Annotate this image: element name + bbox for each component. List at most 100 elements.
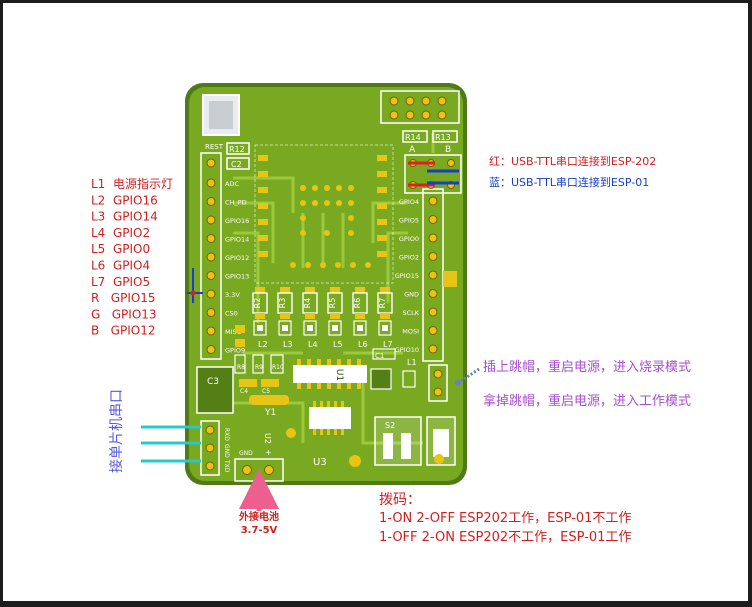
pcb-board: REST R12 C2 [185, 83, 467, 485]
right-header-pin [428, 196, 438, 206]
pad-block-right [443, 271, 457, 287]
c1-outline [372, 348, 396, 360]
led-outline [303, 320, 317, 336]
led-outline [253, 320, 267, 336]
battery-plus-label: + [265, 448, 272, 457]
pcb-surface [189, 87, 463, 481]
right-pin-label: GPIO15 [395, 272, 419, 280]
led-label: L7 [383, 340, 393, 349]
right-header-labels: GPIO4GPIO5GPIO0GPIO2GPIO15GNDSCLKMOSIGPI… [395, 198, 420, 354]
resistor-pad [355, 287, 365, 293]
right-pin-label: MOSI [402, 328, 419, 336]
left-header-pin [206, 308, 216, 317]
r10-outline [270, 354, 284, 374]
battery-label-line2: 3.7-5V [241, 525, 278, 536]
resistor-label: R4 [303, 298, 312, 309]
left-pin-label: MISO [225, 328, 242, 336]
resistor-pad [255, 313, 265, 319]
right-header-pins [428, 196, 438, 354]
left-header-pin [206, 215, 216, 225]
left-header-pin [206, 252, 216, 262]
c2-label: C2 [231, 160, 242, 169]
left-pin-label: CS0 [225, 310, 238, 318]
led-body [282, 325, 288, 331]
resistor-pad [330, 313, 340, 319]
serial-pin-label-1: RXD [223, 428, 230, 441]
c4-pad [239, 379, 257, 387]
s2-dip-switch [374, 416, 422, 466]
r12-outline [226, 142, 250, 155]
resistor-label: R7 [378, 298, 387, 309]
c4-label: C4 [240, 388, 248, 395]
left-pin-label: GPIO12 [225, 254, 249, 262]
u2-label: U2 [263, 433, 272, 444]
right-header-pin [428, 344, 438, 354]
right-header-pin [428, 289, 438, 298]
u2-regulator [370, 368, 392, 390]
mount-pad-3 [434, 454, 444, 464]
r13-label: R13 [435, 133, 451, 142]
module-pads-grid [290, 185, 371, 268]
resistor-pad [305, 313, 315, 319]
left-header-pin [206, 178, 216, 188]
serial-pin-2 [205, 443, 215, 453]
dip-line-1: 1-ON 2-OFF ESP202工作，ESP-01不工作 [379, 511, 631, 526]
resistor-pad [380, 287, 390, 293]
legend-entry: L5 GPIO0 [91, 242, 150, 256]
left-pin-label: GPIO9 [225, 347, 245, 355]
c3-label: C3 [207, 377, 219, 387]
left-header-pin [206, 326, 216, 336]
s2-label: S2 [385, 421, 395, 430]
right-pin-label: SCLK [402, 309, 419, 317]
y1-crystal [249, 395, 289, 405]
jumper-a-label: A [409, 145, 416, 155]
resistor-label: R2 [253, 298, 262, 309]
right-header-pin [428, 270, 438, 280]
battery-pin-pos [264, 465, 274, 475]
c1-label: C1 [375, 352, 384, 360]
power-switch-lever [433, 429, 449, 457]
legend-entry: L4 GPIO2 [91, 226, 150, 240]
right-header-pin [428, 233, 438, 243]
left-pin-label: CH_PD [225, 199, 247, 207]
battery-gnd-label: GND [239, 450, 253, 457]
battery-pin-neg [242, 465, 252, 475]
right-header-pin [428, 215, 438, 224]
left-header-pin [206, 345, 216, 354]
left-header-pins [206, 158, 216, 354]
s2-lever-2 [401, 433, 411, 459]
serial-pin-label-2: GND [223, 444, 230, 458]
led-outline [278, 320, 292, 336]
extra-led-pad [235, 325, 245, 333]
led-outline [378, 320, 392, 336]
c5-pad [261, 379, 279, 387]
r8-label: R8 [237, 364, 245, 371]
legend-entry: L1 电源指示灯 [91, 176, 173, 191]
right-header-pin [428, 252, 438, 261]
serial-pin-1 [205, 425, 215, 435]
resistor-pad [255, 287, 265, 293]
left-pin-label: ADC [225, 180, 239, 188]
s2-lever-1 [383, 433, 393, 459]
y1-label: Y1 [264, 408, 276, 418]
legend-entry: G GPIO13 [91, 307, 157, 321]
led-body [307, 325, 313, 331]
legend-entry: L2 GPIO16 [91, 193, 158, 207]
u1-chip [293, 365, 367, 383]
r10-label: R10 [272, 364, 284, 371]
r12-label: R12 [229, 145, 245, 154]
l1-label: L1 [407, 358, 417, 367]
note-blue-jumper: 蓝：USB-TTL串口连接到ESP-01 [489, 176, 649, 189]
left-header-pin [206, 289, 216, 299]
top-right-header [380, 90, 460, 124]
u1-pins [297, 359, 361, 389]
resistor-pad [355, 313, 365, 319]
left-pin-label: GPIO16 [225, 217, 249, 225]
led-body [382, 325, 388, 331]
left-header-pin [206, 234, 216, 243]
resistor-pad [380, 313, 390, 319]
diagram-canvas: REST R12 C2 [3, 3, 748, 601]
boot-jumper [428, 364, 448, 402]
